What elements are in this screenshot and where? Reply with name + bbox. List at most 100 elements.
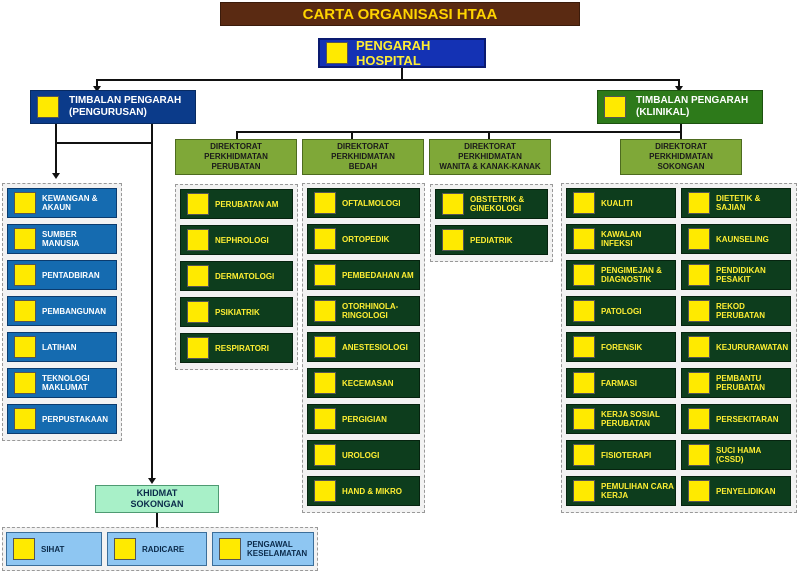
unit-label: KERJA SOSIAL PERUBATAN xyxy=(601,410,660,428)
yellow-square-icon xyxy=(14,336,36,358)
yellow-square-icon xyxy=(688,264,710,286)
unit-label: DERMATOLOGI xyxy=(215,271,275,281)
connector-admin-to-units xyxy=(55,142,57,174)
dir-line3: WANITA & KANAK-KANAK xyxy=(439,162,541,171)
deputy-clinical-line1: TIMBALAN PENGARAH xyxy=(636,95,749,106)
support-services-line1: KHIDMAT xyxy=(136,488,178,498)
surgical-unit: ORTOPEDIK xyxy=(307,224,420,254)
unit-label: FORENSIK xyxy=(601,342,643,352)
directorate-women-children-header: DIREKTORAT PERKHIDMATAN WANITA & KANAK-K… xyxy=(429,139,551,175)
admin-unit: LATIHAN xyxy=(7,332,117,362)
medical-unit: DERMATOLOGI xyxy=(180,261,293,291)
dir-line3: PERUBATAN xyxy=(211,162,261,171)
yellow-square-icon xyxy=(314,264,336,286)
connector-admin-down xyxy=(55,124,57,144)
dir-line2: PERKHIDMATAN xyxy=(649,152,713,161)
support-unit-right: PENDIDIKAN PESAKIT xyxy=(681,260,791,290)
support-unit-left: PATOLOGI xyxy=(566,296,676,326)
arrow-right-down xyxy=(675,86,683,92)
directorate-surgical-header: DIREKTORAT PERKHIDMATAN BEDAH xyxy=(302,139,424,175)
surgical-unit: OTORHINOLA-RINGOLOGI xyxy=(307,296,420,326)
arrow-support-services xyxy=(148,478,156,484)
bottom-unit: SIHAT xyxy=(6,532,102,566)
unit-label: UROLOGI xyxy=(342,450,380,460)
medical-unit: PSIKIATRIK xyxy=(180,297,293,327)
surgical-unit: UROLOGI xyxy=(307,440,420,470)
yellow-square-icon xyxy=(688,408,710,430)
connector-admin-horizontal xyxy=(55,142,153,144)
yellow-square-icon xyxy=(114,538,136,560)
connector-admin-to-support xyxy=(151,124,153,479)
yellow-square-icon xyxy=(13,538,35,560)
dir-line3: SOKONGAN xyxy=(657,162,705,171)
support-unit-right: PENYELIDIKAN xyxy=(681,476,791,506)
support-services-line2: SOKONGAN xyxy=(130,499,184,509)
unit-label: PEMULIHAN CARA KERJA xyxy=(601,482,674,500)
support-unit-left: KUALITI xyxy=(566,188,676,218)
support-unit-right: KEJURURAWATAN xyxy=(681,332,791,362)
yellow-square-icon xyxy=(314,372,336,394)
unit-label: OFTALMOLOGI xyxy=(342,198,401,208)
support-unit-right: REKOD PERUBATAN xyxy=(681,296,791,326)
directorate-medical-header: DIREKTORAT PERKHIDMATAN PERUBATAN xyxy=(175,139,297,175)
connector-dir2 xyxy=(351,131,353,139)
yellow-square-icon xyxy=(573,228,595,250)
unit-label: FARMASI xyxy=(601,378,637,388)
unit-label: PENYELIDIKAN xyxy=(716,486,776,496)
unit-label: SUMBER MANUSIA xyxy=(42,230,80,248)
yellow-square-icon xyxy=(314,444,336,466)
support-unit-left: KERJA SOSIAL PERUBATAN xyxy=(566,404,676,434)
unit-label: ANESTESIOLOGI xyxy=(342,342,408,352)
admin-unit: TEKNOLOGI MAKLUMAT xyxy=(7,368,117,398)
yellow-square-icon xyxy=(442,229,464,251)
yellow-square-icon xyxy=(187,337,209,359)
support-unit-left: KAWALAN INFEKSI xyxy=(566,224,676,254)
medical-unit: PERUBATAN AM xyxy=(180,189,293,219)
dir-line1: DIREKTORAT xyxy=(337,142,389,151)
arrow-admin-units xyxy=(52,173,60,179)
dir-line1: DIREKTORAT xyxy=(210,142,262,151)
support-unit-right: PERSEKITARAN xyxy=(681,404,791,434)
yellow-square-icon xyxy=(314,228,336,250)
unit-label: KUALITI xyxy=(601,198,633,208)
unit-label: FISIOTERAPI xyxy=(601,450,652,460)
unit-label: ORTOPEDIK xyxy=(342,234,390,244)
unit-label: PERUBATAN AM xyxy=(215,199,279,209)
yellow-square-icon xyxy=(688,192,710,214)
yellow-square-icon xyxy=(573,408,595,430)
unit-label: OBSTETRIK & GINEKOLOGI xyxy=(470,195,525,213)
yellow-square-icon xyxy=(573,264,595,286)
unit-label: OTORHINOLA-RINGOLOGI xyxy=(342,302,399,320)
yellow-square-icon xyxy=(604,96,626,118)
yellow-square-icon xyxy=(219,538,241,560)
deputy-clinical-box: TIMBALAN PENGARAH (KLINIKAL) xyxy=(597,90,763,124)
admin-unit: PERPUSTAKAAN xyxy=(7,404,117,434)
unit-label: PERSEKITARAN xyxy=(716,414,779,424)
connector-dir1 xyxy=(236,131,238,139)
support-unit-left: FARMASI xyxy=(566,368,676,398)
unit-label: KEJURURAWATAN xyxy=(716,342,789,352)
yellow-square-icon xyxy=(688,228,710,250)
unit-label: PENTADBIRAN xyxy=(42,270,100,280)
support-unit-left: FISIOTERAPI xyxy=(566,440,676,470)
support-unit-left: FORENSIK xyxy=(566,332,676,362)
support-unit-left: PEMULIHAN CARA KERJA xyxy=(566,476,676,506)
yellow-square-icon xyxy=(14,300,36,322)
surgical-unit: PERGIGIAN xyxy=(307,404,420,434)
support-services-header: KHIDMAT SOKONGAN xyxy=(95,485,219,513)
connector-left-down xyxy=(96,79,98,89)
deputy-admin-line2: (PENGURUSAN) xyxy=(69,107,147,118)
medical-unit: NEPHROLOGI xyxy=(180,225,293,255)
deputy-clinical-label: TIMBALAN PENGARAH (KLINIKAL) xyxy=(636,95,748,119)
deputy-admin-line1: TIMBALAN PENGARAH xyxy=(69,95,182,106)
support-unit-left: PENGIMEJAN & DIAGNOSTIK xyxy=(566,260,676,290)
unit-label: TEKNOLOGI MAKLUMAT xyxy=(42,374,90,392)
unit-label: PEMBANGUNAN xyxy=(42,306,106,316)
yellow-square-icon xyxy=(14,264,36,286)
connector-top-horizontal xyxy=(96,79,680,81)
unit-label: PEMBANTU PERUBATAN xyxy=(716,374,766,392)
dir-line2: PERKHIDMATAN xyxy=(331,152,395,161)
unit-label: PERGIGIAN xyxy=(342,414,387,424)
dir-line1: DIREKTORAT xyxy=(655,142,707,151)
surgical-unit: HAND & MIKRO xyxy=(307,476,420,506)
